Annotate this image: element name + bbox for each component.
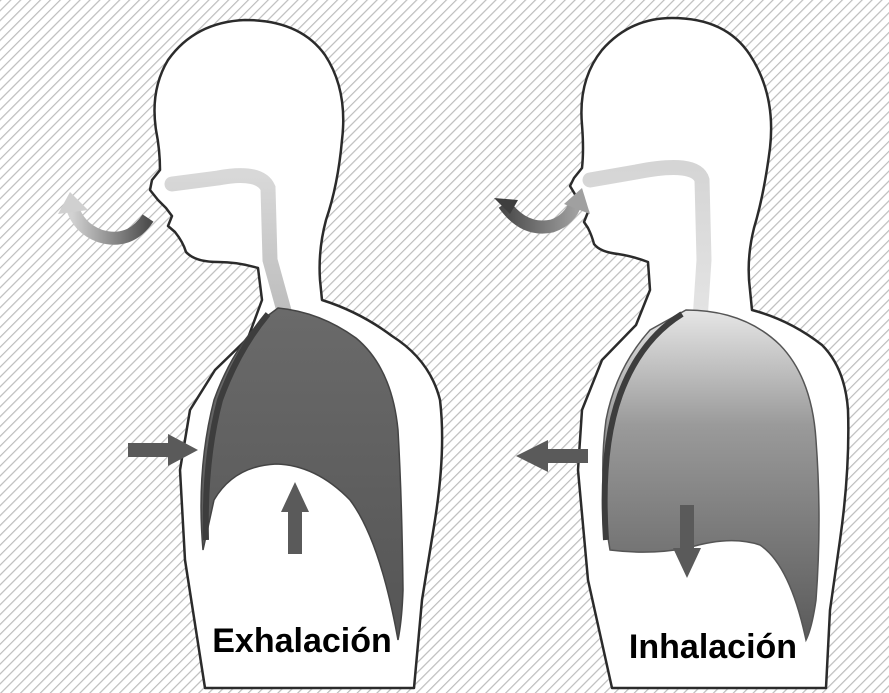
exhalation-label: Exhalación (212, 622, 392, 660)
inhalation-label: Inhalación (629, 628, 797, 666)
